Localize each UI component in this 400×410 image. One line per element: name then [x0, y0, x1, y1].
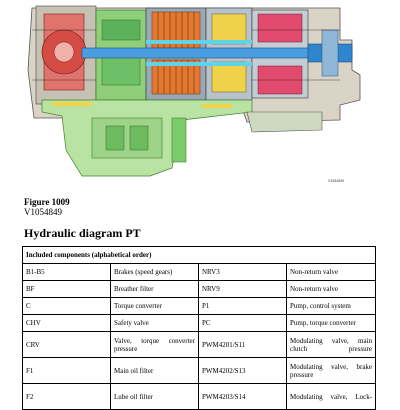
component-description: Torque converter	[110, 297, 199, 315]
table-row: CHV Safety valve PC Pump, torque convert…	[22, 314, 377, 332]
table-row: CRV Valve, torque converter pressure PWM…	[22, 331, 377, 358]
table-row: F1 Main oil filter PWM4202/S13 Modulatin…	[22, 357, 377, 384]
table-row: B1-B5 Brakes (speed gears) NRV3 Non-retu…	[22, 263, 377, 281]
transmission-cutaway-drawing	[27, 5, 361, 177]
figure-code: V1054849	[24, 207, 62, 217]
component-description: Modulating valve, brake pressure	[285, 357, 377, 384]
component-description: Modulating valve, Lock-	[285, 383, 377, 410]
table-row: C Torque converter P1 Pump, control syst…	[22, 297, 377, 315]
component-description: Non-return valve	[285, 280, 377, 298]
component-code: C	[22, 297, 111, 315]
component-code: PC	[198, 314, 287, 332]
table-header: Included components (alphabetical order)	[21, 246, 377, 264]
component-description: Safety valve	[110, 314, 199, 332]
figure-image-id: V1054849	[328, 179, 344, 183]
component-code: CHV	[22, 314, 111, 332]
component-description: Modulating valve, main clutch pressure	[285, 331, 377, 358]
component-description: Pump, torque converter	[285, 314, 377, 332]
table-row: F2 Lube oil filter PWM4203/S14 Modulatin…	[22, 383, 377, 410]
component-code: F1	[22, 357, 111, 384]
figure-number: Figure 1009	[24, 197, 70, 207]
component-code: PWM4203/S14	[198, 383, 287, 410]
component-description: Breather filter	[110, 280, 199, 298]
component-description: Pump, control system	[285, 297, 377, 315]
table-header-row: Included components (alphabetical order)	[21, 246, 377, 264]
figure-caption: Figure 1009 V1054849	[24, 197, 70, 217]
table-row: BF Breather filter NRV9 Non-return valve	[22, 280, 377, 298]
transmission-cross-section-figure: V1054849	[22, 0, 362, 185]
component-code: NRV9	[198, 280, 287, 298]
component-code: BF	[22, 280, 111, 298]
component-code: P1	[198, 297, 287, 315]
component-description: Valve, torque converter pressure	[110, 331, 199, 358]
component-code: CRV	[22, 331, 111, 358]
component-description: Lube oil filter	[110, 383, 199, 410]
component-code: PWM4201/S11	[198, 331, 287, 358]
component-description: Brakes (speed gears)	[110, 263, 199, 281]
components-table: Included components (alphabetical order)…	[21, 246, 377, 410]
component-description: Non-return valve	[285, 263, 377, 281]
component-code: F2	[22, 383, 111, 410]
component-description: Main oil filter	[110, 357, 199, 384]
component-code: B1-B5	[22, 263, 111, 281]
component-code: PWM4202/S13	[198, 357, 287, 384]
section-title: Hydraulic diagram PT	[24, 226, 141, 240]
component-code: NRV3	[198, 263, 287, 281]
